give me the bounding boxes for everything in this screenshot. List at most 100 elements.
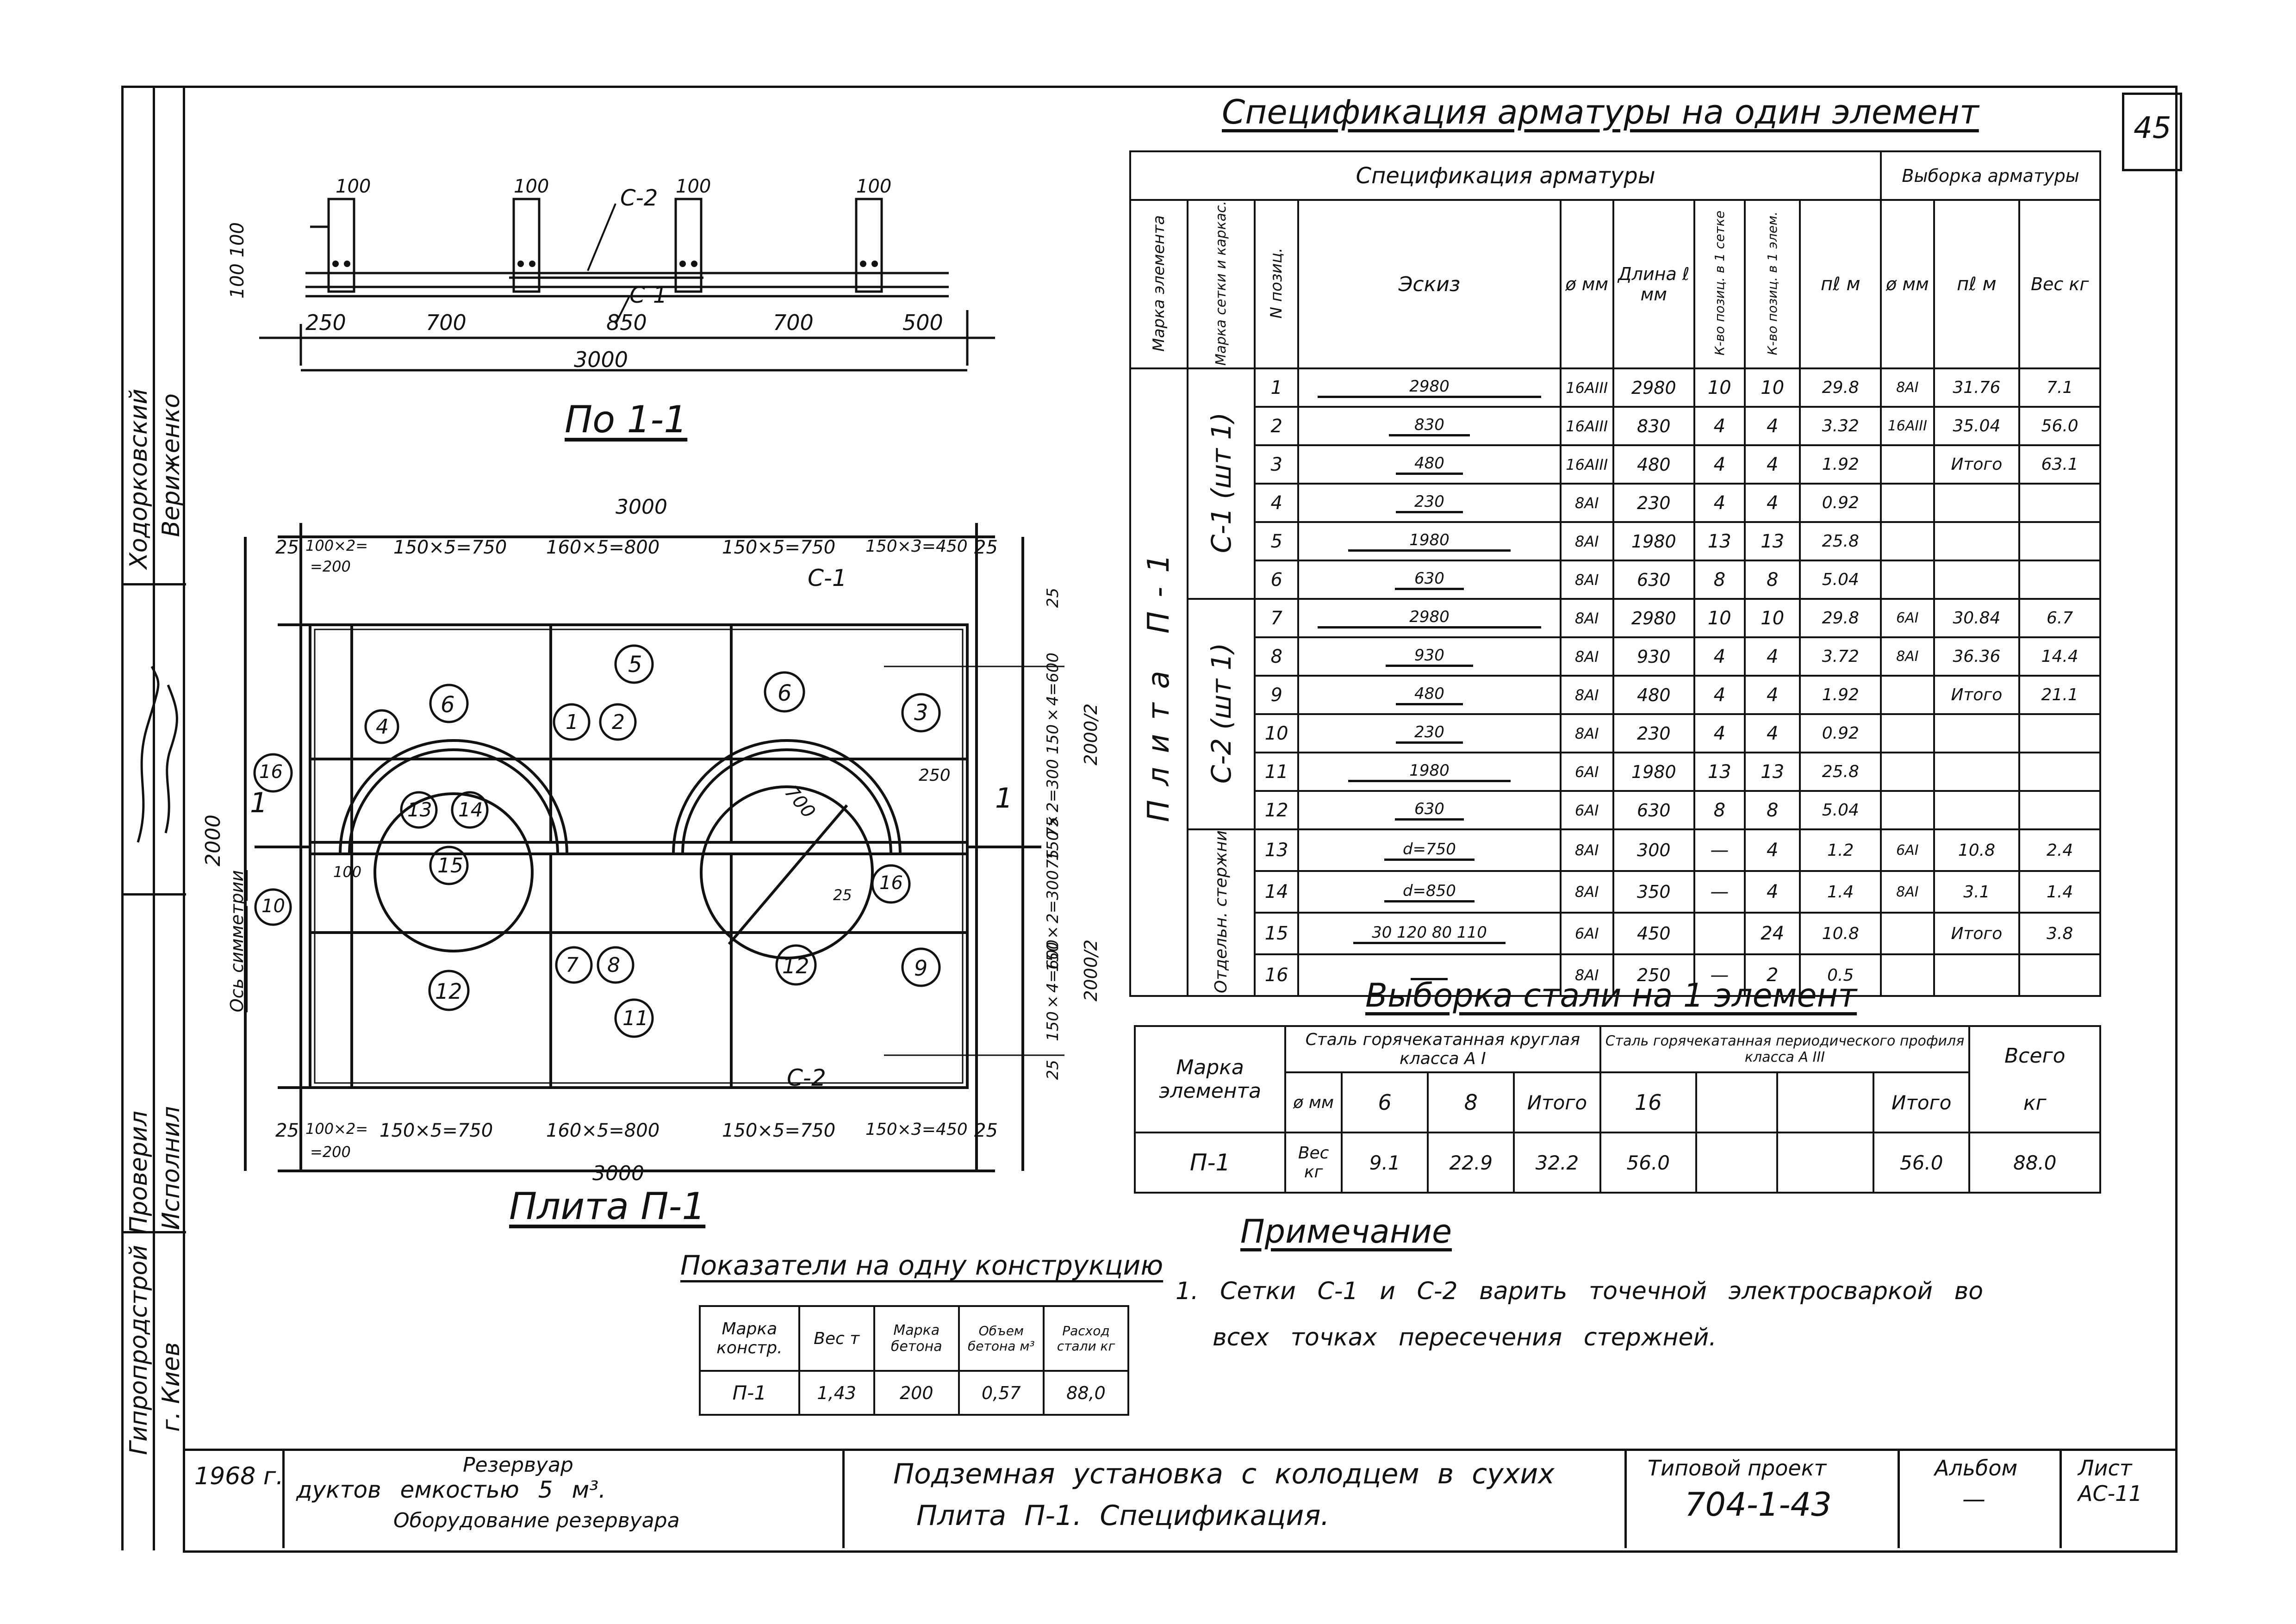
- spec-k2: 4: [1744, 444, 1801, 485]
- spec-sketch: [1297, 953, 1562, 997]
- plan-marker-10: 10: [261, 896, 285, 917]
- section-dim-side: 100 100: [227, 222, 248, 299]
- spec-element-cell: Плита П-1: [1129, 367, 1189, 997]
- spec-vpl: [1933, 713, 2021, 754]
- spec-k2: 4: [1744, 870, 1801, 914]
- plan-marker-13: 13: [407, 798, 432, 821]
- spec-pl: 29.8: [1799, 598, 1882, 639]
- spec-d: 8АI: [1559, 870, 1614, 914]
- spec-vpl: 36.36: [1933, 636, 2021, 677]
- signature-image: [137, 666, 178, 843]
- stamp-divider: [153, 86, 155, 1550]
- tb-left-top: Резервуар: [463, 1453, 573, 1477]
- spec-vw: [2018, 560, 2101, 600]
- spec-vd: 8АI: [1880, 367, 1935, 408]
- spec-vw: [2018, 483, 2101, 523]
- ind-v-concrete: 200: [873, 1370, 960, 1416]
- spec-k1: 4: [1693, 406, 1746, 447]
- spec-pl: 25.8: [1799, 752, 1882, 792]
- spec-pl: 1.92: [1799, 675, 1882, 716]
- plan-top-dim-200: =200: [310, 558, 351, 575]
- plan-bottom-dim-750b: 150×5=750: [722, 1120, 836, 1141]
- plan-mesh-c2: С-2: [787, 1064, 826, 1091]
- spec-len: 480: [1612, 675, 1695, 716]
- tb-left-2: Оборудование резервуара: [393, 1509, 680, 1532]
- tb-divider: [282, 1449, 285, 1548]
- spec-sketch-label: 480: [1414, 684, 1444, 703]
- plan-mesh-c1: С-1: [808, 565, 847, 591]
- spec-vd: [1880, 953, 1935, 997]
- spec-vw: [2018, 953, 2101, 997]
- spec-d: 16АIII: [1559, 367, 1614, 408]
- spec-pos: 7: [1254, 598, 1300, 639]
- section-label-c2: С-2: [620, 185, 658, 211]
- titleblock-top: [183, 1449, 2175, 1451]
- spec-vd: [1880, 560, 1935, 600]
- spec-sketch-label: 230: [1414, 492, 1444, 511]
- spec-vpl: [1933, 483, 2021, 523]
- spec-vpl: [1933, 521, 2021, 562]
- spec-k2: 10: [1744, 367, 1801, 408]
- spec-pos: 15: [1254, 912, 1300, 956]
- steel-title: Выборка стали на 1 элемент: [1365, 977, 1857, 1014]
- spec-sketch-bar: 830: [1388, 416, 1470, 437]
- plan-bottom-dim-25a: 25: [275, 1120, 299, 1141]
- spec-vw: 21.1: [2018, 675, 2101, 716]
- stamp-checked: Проверил: [125, 1111, 153, 1234]
- ind-v-weight: 1,43: [798, 1370, 875, 1416]
- spec-pos: 14: [1254, 870, 1300, 914]
- steel-h-mark: Марка элемента: [1133, 1025, 1287, 1133]
- spec-sketch-label: 830: [1414, 416, 1444, 435]
- steel-h-col-total2: Итого: [1872, 1071, 1971, 1133]
- spec-vd: 8АI: [1880, 636, 1935, 677]
- note-line-1: 1. Сетки С-1 и С-2 варить точечной элект…: [1176, 1277, 1984, 1305]
- plan-bottom-dim-800: 160×5=800: [546, 1120, 660, 1141]
- plan-cut-right: 1: [995, 782, 1013, 815]
- spec-sketch: 2980: [1297, 367, 1562, 408]
- spec-sketch-bar: d=850: [1384, 882, 1475, 902]
- spec-vw: [2018, 790, 2101, 831]
- spec-sketch-bar: [1411, 978, 1448, 981]
- spec-vw: 14.4: [2018, 636, 2101, 677]
- spec-k2: 4: [1744, 406, 1801, 447]
- spec-d: 8АI: [1559, 598, 1614, 639]
- plan-top-dim-100x2: 100×2=: [305, 537, 368, 554]
- spec-pos: 13: [1254, 828, 1300, 872]
- spec-len: 630: [1612, 790, 1695, 831]
- spec-sketch-label: d=850: [1402, 881, 1456, 900]
- plan-dim-250: 250: [919, 766, 951, 785]
- spec-k1: 4: [1693, 675, 1746, 716]
- spec-pl: 0.5: [1799, 953, 1882, 997]
- spec-d: 8АI: [1559, 521, 1614, 562]
- spec-k2: 4: [1744, 713, 1801, 754]
- plan-right-dim-75b: 75: [1044, 849, 1062, 870]
- spec-k2: 13: [1744, 521, 1801, 562]
- spec-d: 8АI: [1559, 713, 1614, 754]
- spec-k2: 8: [1744, 560, 1801, 600]
- tb-album-no: —: [1962, 1486, 1985, 1512]
- spec-len: 230: [1612, 483, 1695, 523]
- spec-sketch-bar: 930: [1386, 646, 1473, 667]
- spec-pl: 29.8: [1799, 367, 1882, 408]
- plan-top-dim-25a: 25: [275, 537, 299, 558]
- spec-k2: 4: [1744, 636, 1801, 677]
- spec-sketch-bar: 480: [1396, 454, 1463, 475]
- tb-center-2: Плита П-1. Спецификация.: [916, 1500, 1330, 1532]
- spec-len: 1980: [1612, 752, 1695, 792]
- spec-d: 8АI: [1559, 953, 1614, 997]
- section-dim-bottom-2: 700: [426, 310, 467, 335]
- steel-row-unit: Вес кг: [1284, 1132, 1343, 1194]
- spec-sketch: 630: [1297, 790, 1562, 831]
- plan-dim-100: 100: [333, 863, 362, 881]
- spec-k1: 10: [1693, 598, 1746, 639]
- plan-bottom-dim-750a: 150×5=750: [380, 1120, 493, 1141]
- steel-h-col-empty1: [1695, 1071, 1779, 1133]
- plan-bottom-dim-25b: 25: [974, 1120, 998, 1141]
- spec-k2: 4: [1744, 483, 1801, 523]
- spec-h-k1: К-во позиц. в 1 сетке: [1693, 199, 1746, 370]
